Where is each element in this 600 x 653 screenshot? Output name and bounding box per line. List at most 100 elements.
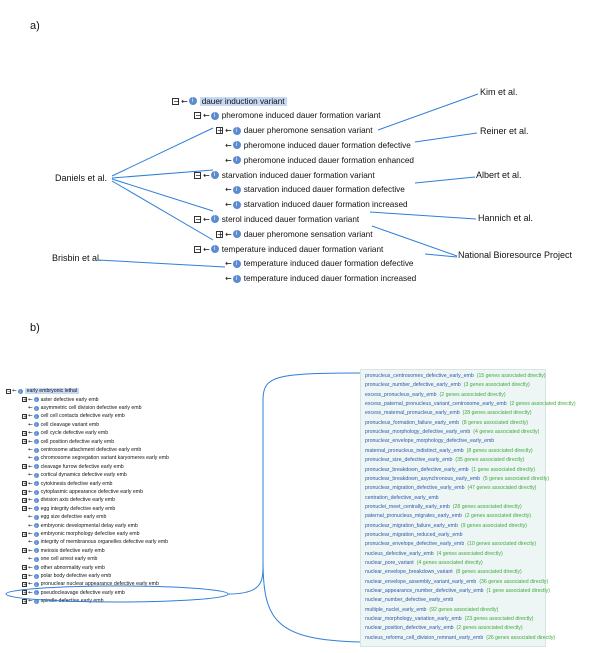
info-icon[interactable]: i: [232, 126, 241, 135]
term-link[interactable]: excess_pronucleus_early_emb: [365, 391, 437, 398]
expand-icon[interactable]: +: [216, 229, 224, 239]
popup-term-row[interactable]: nucleus_reforms_cell_division_remnant_ea…: [365, 634, 555, 643]
collapse-icon[interactable]: −: [194, 170, 202, 180]
tree-node-label[interactable]: egg integrity defective early emb: [40, 505, 116, 512]
tree-node-label[interactable]: temperature induced dauer formation incr…: [243, 274, 417, 284]
popup-term-row[interactable]: excess_paternal_pronucleus_variant_centr…: [365, 400, 576, 409]
info-icon[interactable]: i: [33, 565, 39, 571]
popup-term-row[interactable]: nuclear_appearance_number_defective_earl…: [365, 587, 550, 596]
tree-node-label[interactable]: chromosome segregation variant karyomere…: [40, 455, 169, 462]
popup-term-row[interactable]: nuclear_pore_variant(4 genes associated …: [365, 559, 483, 568]
tree-node-label[interactable]: pheromone induced dauer formation enhanc…: [243, 155, 414, 165]
popup-term-row[interactable]: pronuclear_breakdown_defective_early_emb…: [365, 466, 535, 475]
info-icon[interactable]: i: [33, 422, 39, 428]
term-link[interactable]: pronuclei_meet_centrally_early_emb: [365, 503, 450, 510]
expand-icon[interactable]: +: [22, 464, 28, 471]
expand-icon[interactable]: +: [22, 573, 28, 580]
tree-node-label[interactable]: dauer pheromone sensation variant: [243, 229, 373, 239]
info-icon[interactable]: i: [33, 481, 39, 487]
collapse-icon[interactable]: −: [194, 244, 202, 254]
popup-term-row[interactable]: pronucleus_formation_failure_early_emb(8…: [365, 419, 528, 428]
popup-term-row[interactable]: nuclear_position_defective_early_emb(2 g…: [365, 624, 523, 633]
info-icon[interactable]: i: [33, 455, 39, 461]
term-link[interactable]: nucleus_defective_early_emb: [365, 550, 434, 557]
info-icon[interactable]: i: [232, 259, 241, 268]
term-link[interactable]: centration_defective_early_emb: [365, 494, 439, 501]
expand-icon[interactable]: +: [22, 397, 28, 404]
term-link[interactable]: excess_maternal_pronucleus_early_emb: [365, 410, 460, 417]
expand-icon[interactable]: +: [22, 531, 28, 538]
collapse-icon[interactable]: −: [172, 96, 180, 106]
tree-node-label[interactable]: cell cleavage variant emb: [40, 421, 100, 428]
info-icon[interactable]: i: [33, 581, 39, 587]
term-link[interactable]: pronuclear_breakdown_defective_early_emb: [365, 466, 469, 473]
expand-icon[interactable]: +: [22, 489, 28, 496]
term-link[interactable]: nuclear_pore_variant: [365, 560, 414, 566]
tree-node-label[interactable]: embryonic morphology defective early emb: [40, 531, 140, 538]
term-link[interactable]: pronuclear_migration_defective_early_emb: [365, 485, 465, 492]
popup-term-row[interactable]: pronuclear_morphology_defective_early_em…: [365, 428, 539, 437]
term-link[interactable]: pronuclear_migration_failure_early_emb: [365, 522, 458, 529]
popup-term-row[interactable]: centration_defective_early_emb: [365, 494, 439, 503]
tree-node-label[interactable]: dauer pheromone sensation variant: [243, 126, 373, 136]
popup-term-row[interactable]: pronuclear_migration_failure_early_emb(9…: [365, 522, 527, 531]
popup-term-row[interactable]: pronuclear_envelope_morphology_defective…: [365, 437, 494, 446]
term-link[interactable]: pronucleus_formation_failure_early_emb: [365, 419, 460, 426]
term-link[interactable]: paternal_pronucleus_migrates_early_emb: [365, 513, 462, 520]
info-icon[interactable]: i: [210, 171, 219, 179]
popup-term-row[interactable]: maternal_pronucleus_indistinct_early_emb…: [365, 447, 533, 456]
popup-term-row[interactable]: excess_maternal_pronucleus_early_emb(28 …: [365, 409, 532, 418]
expand-icon[interactable]: +: [22, 439, 28, 446]
info-icon[interactable]: i: [33, 548, 39, 554]
info-icon[interactable]: i: [33, 506, 39, 512]
tree-node-label[interactable]: division axis defective early emb: [40, 497, 115, 504]
info-icon[interactable]: i: [33, 464, 39, 470]
popup-term-row[interactable]: pronuclear_envelope_defective_early_emb(…: [365, 540, 536, 549]
info-icon[interactable]: i: [232, 200, 241, 209]
term-link[interactable]: multiple_nuclei_early_emb: [365, 606, 427, 613]
term-link[interactable]: nuclear_position_defective_early_emb: [365, 625, 454, 632]
popup-term-row[interactable]: pronuclear_migration_defective_early_emb…: [365, 484, 536, 493]
tree-node-label[interactable]: dauer induction variant: [199, 96, 287, 106]
tree-node-label[interactable]: temperature induced dauer formation vari…: [221, 244, 384, 254]
expand-icon[interactable]: +: [22, 497, 28, 504]
tree-node-label[interactable]: cytoplasmic appearance defective early e…: [40, 489, 143, 496]
popup-term-row[interactable]: excess_pronucleus_early_emb(2 genes asso…: [365, 391, 506, 400]
tree-node-label[interactable]: cell cell contacts defective early emb: [40, 413, 125, 420]
tree-node-label[interactable]: aster defective early emb: [40, 396, 99, 403]
info-icon[interactable]: i: [33, 413, 39, 419]
tree-node-label[interactable]: cortical dynamics defective early emb: [40, 472, 127, 479]
term-link[interactable]: nuclear_number_defective_early_emb: [365, 597, 454, 604]
collapse-icon[interactable]: −: [194, 111, 202, 121]
info-icon[interactable]: i: [210, 245, 219, 253]
info-icon[interactable]: i: [188, 97, 197, 105]
tree-node-label[interactable]: pronuclear nuclear appearance defective …: [40, 581, 159, 588]
popup-term-row[interactable]: nuclear_number_defective_early_emb: [365, 596, 453, 605]
term-link[interactable]: excess_paternal_pronucleus_variant_centr…: [365, 401, 507, 408]
expand-icon[interactable]: +: [22, 598, 28, 605]
term-link[interactable]: maternal_pronucleus_indistinct_early_emb: [365, 447, 464, 454]
tree-node-label[interactable]: meiosis defective early emb: [40, 547, 105, 554]
tree-node-label[interactable]: cleavage furrow defective early emb: [40, 463, 124, 470]
term-link[interactable]: pronuclear_number_defective_early_emb: [365, 382, 461, 389]
collapse-icon[interactable]: −: [194, 214, 202, 224]
term-link[interactable]: nuclear_appearance_number_defective_earl…: [365, 588, 484, 595]
info-icon[interactable]: i: [33, 556, 39, 562]
